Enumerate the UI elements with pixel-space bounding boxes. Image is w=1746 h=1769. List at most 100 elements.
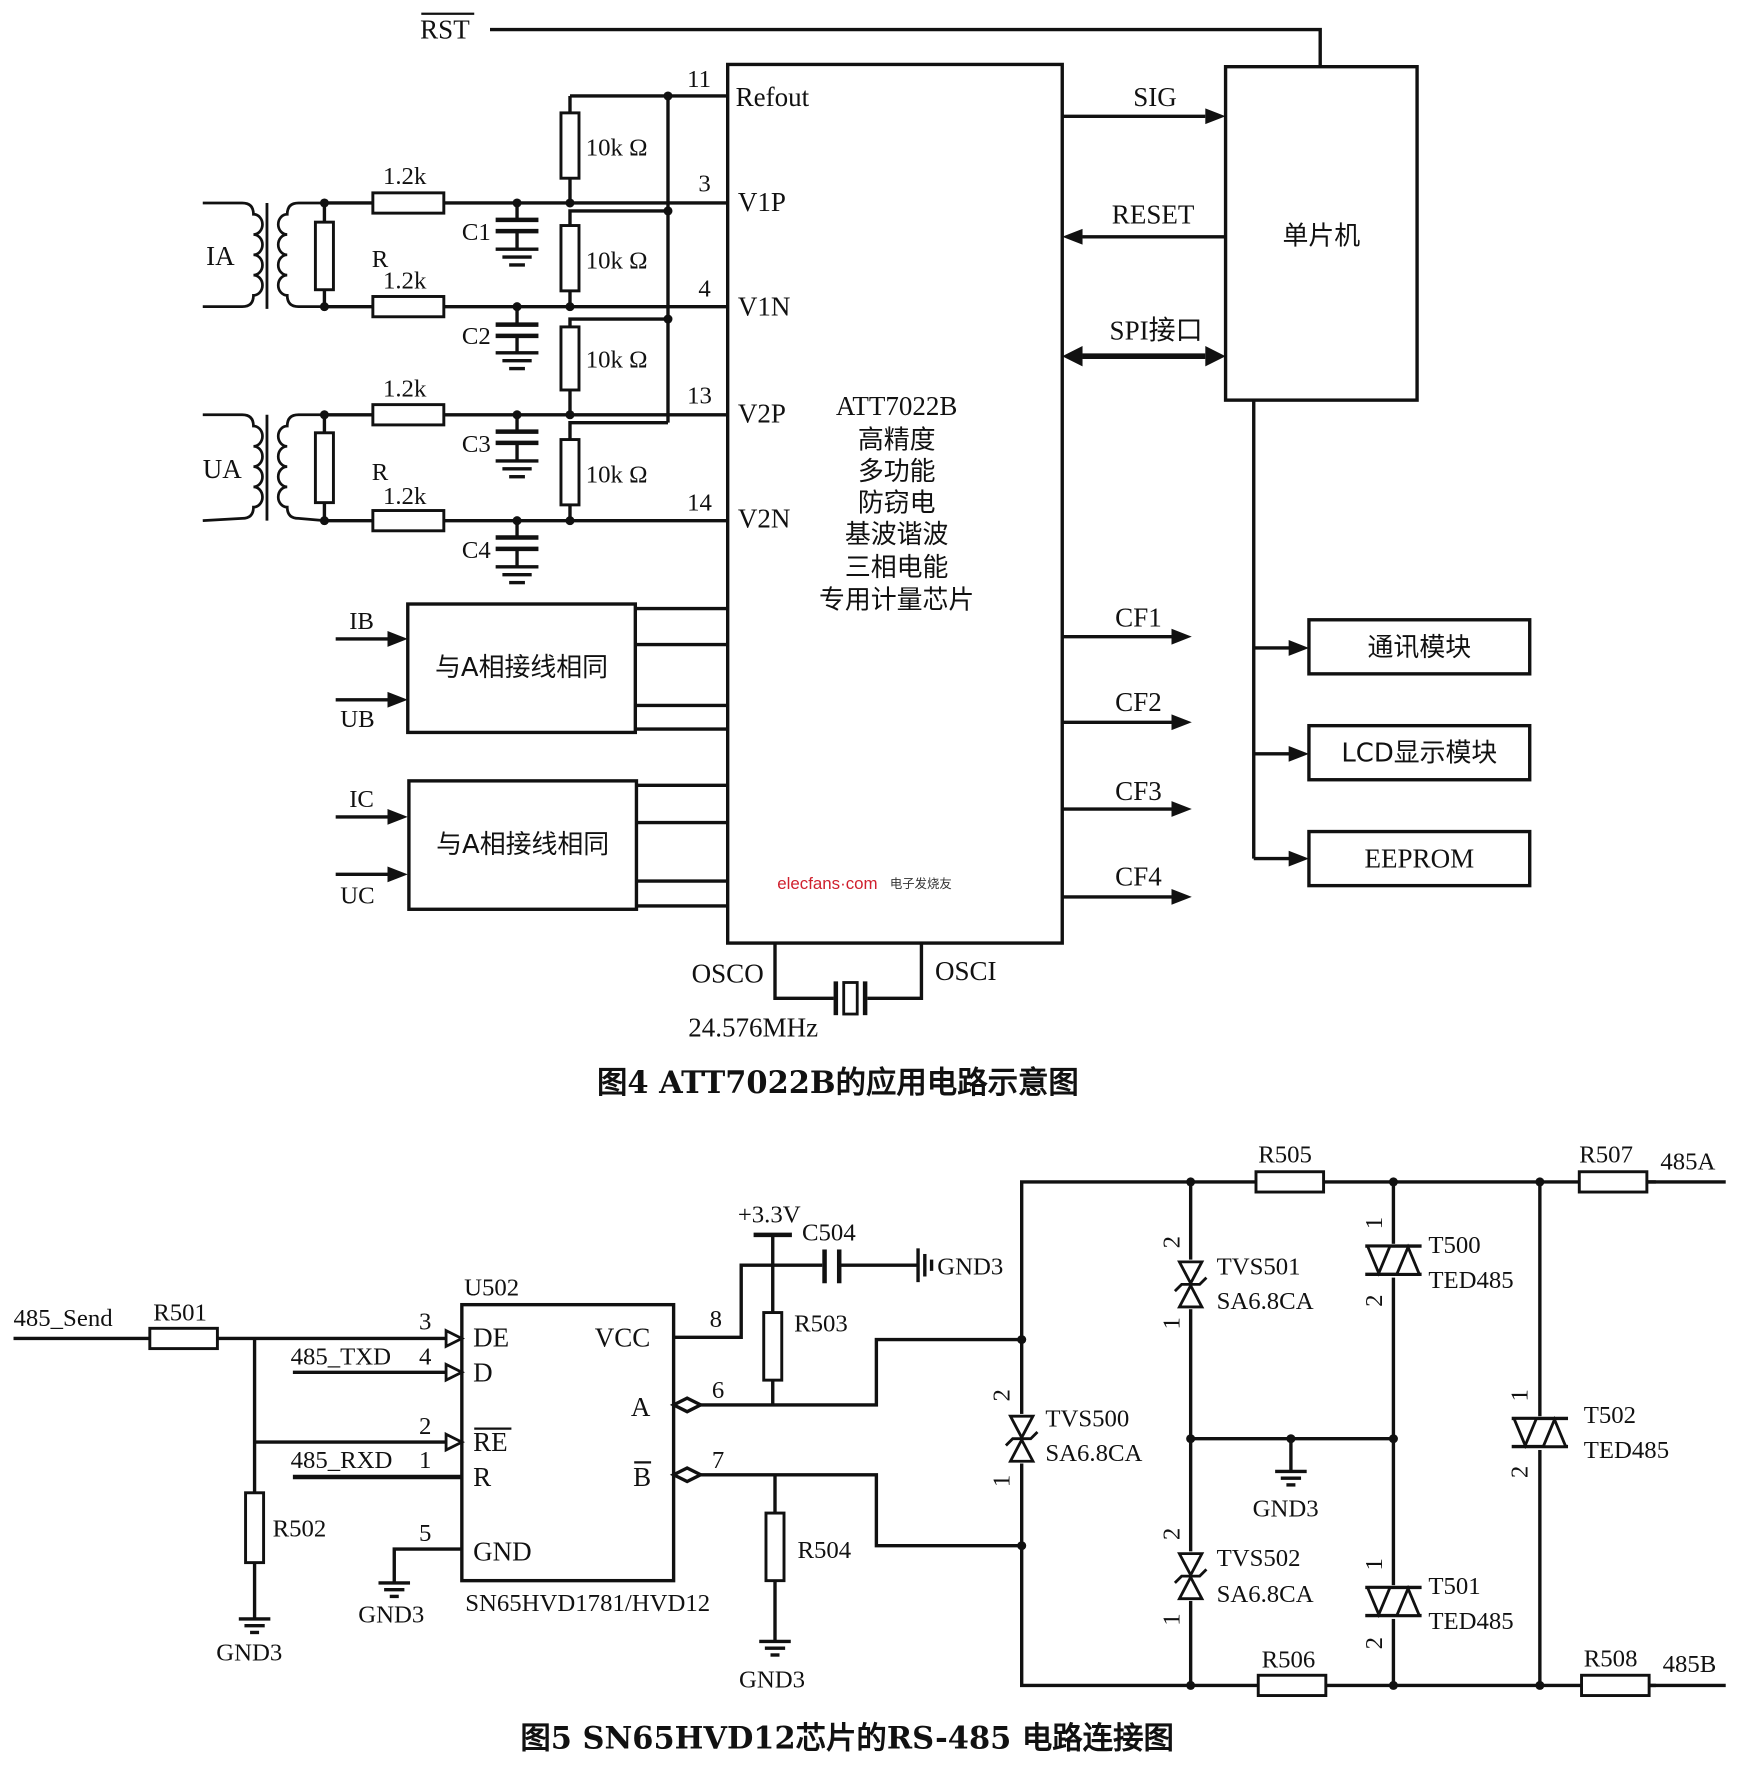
transformer-secondary-icon [276,413,325,523]
mcu-label: 单片机 [1282,222,1360,252]
r507-label: R507 [1579,1142,1633,1169]
pin-b: B [633,1462,651,1492]
crystal-freq: 24.576MHz [688,1013,818,1043]
tvs501-label: TVS501 [1217,1253,1301,1280]
chip-description: ATT7022B 高精度 多功能 防窃电 基波谐波 三相电能 专用计量芯片 [819,391,974,616]
tvs-diode-icon [1177,1552,1205,1579]
ground-icon [378,1581,411,1599]
phase-a-current: IA R 1.2k 1.2k [202,163,728,319]
transformer-primary-icon [202,201,264,308]
mcu-box [1223,65,1419,402]
r502-label: R502 [273,1516,327,1543]
pin-mark: 1 [1158,1613,1185,1625]
pin-num-13: 13 [687,383,712,410]
net-485b: 485B [1663,1651,1717,1678]
osc-wire [867,943,924,1000]
resistor-label: 1.2k [383,163,427,190]
pin-num: 5 [419,1520,431,1547]
pin-num: 6 [712,1377,724,1404]
ground-icon [916,1248,934,1283]
pin-mark: 1 [1361,1217,1388,1229]
cf4-label: CF4 [1115,862,1162,892]
pin-refout: Refout [736,82,810,112]
watermark-text: 电子发烧友 [890,876,952,891]
figure-4-caption: 图4 ATT7022B的应用电路示意图 [597,1065,1079,1101]
pin-mark: 2 [1158,1528,1185,1540]
sig-label: SIG [1133,82,1177,112]
pin-mark: 2 [1361,1295,1388,1307]
gnd3-label: GND3 [1253,1495,1319,1522]
att7022b-chip [725,62,1064,945]
rst-label: RST [420,15,470,45]
tvs-diode-icon [1008,1414,1036,1441]
thyristor-icon [1511,1417,1539,1450]
filter-capacitors: C1 C2 C3 [462,198,539,585]
c3-label: C3 [462,431,491,458]
c4-label: C4 [462,537,491,564]
gnd3-label: GND3 [937,1253,1003,1280]
figure-4: RST 11 Refout 3 V1P 4 V1N 13 V2P 14 V2N … [202,12,1532,1101]
pin-num: 1 [419,1447,431,1474]
figure-5-caption: 图5 SN65HVD12芯片的RS-485 电路连接图 [520,1720,1173,1756]
gnd3-label: GND3 [216,1640,282,1667]
osco-label: OSCO [692,959,764,989]
pin-v1n: V1N [738,292,791,322]
pin-d: D [473,1357,493,1387]
tvs500-part: SA6.8CA [1045,1440,1142,1467]
capacitor-c4: C4 [462,516,539,585]
cf1-label: CF1 [1115,603,1162,633]
bidir-pin-icon [669,1396,705,1414]
net-485-send: 485_Send [14,1305,114,1332]
arrow-left-icon [1062,228,1083,245]
arrow-right-icon [1171,628,1192,645]
tvs501: TVS501 SA6.8CA 2 1 [1158,1236,1313,1329]
burden-resistor-label: R [372,246,389,273]
r503 [762,1311,784,1382]
pin-mark: 1 [1158,1317,1185,1329]
pin-num: 2 [419,1413,431,1440]
gnd3-label: GND3 [358,1601,424,1628]
r508 [1580,1673,1651,1698]
capacitor-c2: C2 [462,302,539,371]
ground-icon [1275,1469,1307,1487]
pin-num: 8 [710,1306,722,1333]
watermark-site: elecfans·com [777,874,877,893]
pin-mark: 2 [1506,1466,1533,1478]
r504 [764,1511,786,1583]
net-485a: 485A [1660,1148,1715,1175]
pin-r: R [473,1462,491,1492]
resistor-label: 1.2k [383,376,427,403]
ic-part-label: SN65HVD1781/HVD12 [465,1590,710,1617]
ground-icon [759,1639,791,1657]
r504-label: R504 [798,1537,852,1564]
transformer-primary-icon [202,413,264,523]
r502 [244,1491,266,1565]
phase-a-voltage: UA R 1.2k 1.2k [202,376,728,533]
chip-desc-line: 多功能 [858,457,936,487]
capacitor-c3: C3 [462,410,539,479]
vcc-label: +3.3V [738,1201,801,1228]
divider-resistor-label: 10k Ω [586,247,648,274]
eeprom-label: EEPROM [1365,844,1475,874]
uc-label: UC [340,883,374,910]
tvs502-label: TVS502 [1217,1545,1301,1572]
divider-resistor-label: 10k Ω [586,135,648,162]
lcd-module-box [1307,723,1532,782]
spi-label: SPI接口 [1110,315,1203,345]
pin-mark: 1 [1361,1558,1388,1570]
osc-wire [773,943,834,1000]
comm-module-box [1307,618,1532,676]
tvs500: TVS500 SA6.8CA 2 1 [988,1389,1142,1487]
pin-num-14: 14 [687,490,712,517]
arrow-right-icon [1205,346,1226,367]
pin-v2p: V2P [738,399,786,429]
t500: T500 TED485 1 2 [1361,1217,1513,1307]
net-485-txd: 485_TXD [291,1343,391,1370]
arrow-right-icon [1171,801,1192,817]
t502-part: TED485 [1584,1437,1669,1464]
pin-num-3: 3 [698,171,710,198]
r506 [1256,1673,1328,1698]
arrow-right-icon [1171,714,1192,731]
burden-resistor [313,220,335,292]
u502-label: U502 [464,1275,519,1302]
